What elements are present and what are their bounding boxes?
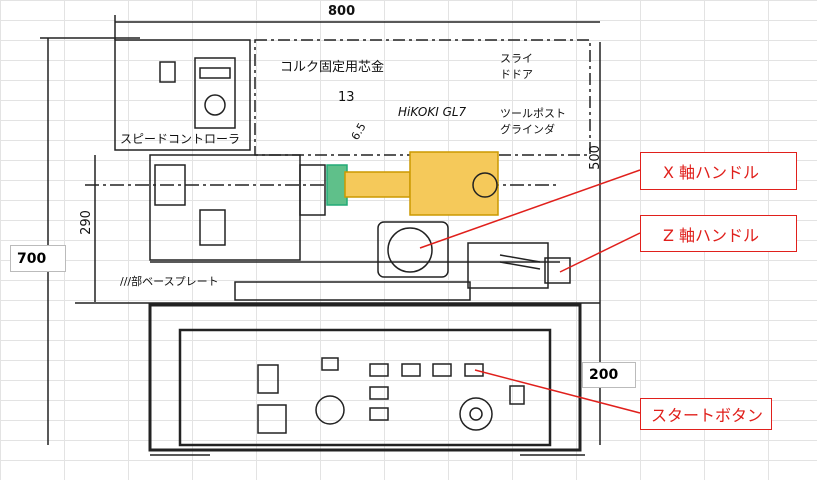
- speed-controller-box: [114, 39, 251, 151]
- callout-x-axis-handle: X 軸ハンドル: [640, 152, 797, 190]
- base-plate: [234, 281, 471, 301]
- dim-500: 500: [587, 145, 603, 170]
- dim-290: 290: [78, 210, 94, 235]
- label-grinder-model: HiKOKI GL7: [398, 105, 467, 119]
- speed-dial-icon: [204, 94, 226, 116]
- label-slide-door: スライドドア: [500, 52, 533, 81]
- x-axis-selector: [315, 395, 345, 425]
- cell-700[interactable]: 700: [10, 245, 66, 272]
- cabinet: [148, 303, 582, 452]
- dim-13: 13: [338, 90, 355, 105]
- label-speed-controller: スピードコントローラ: [120, 132, 241, 146]
- callout-z-axis-handle: Z 軸ハンドル: [640, 215, 797, 252]
- label-base-plate: ///部ベースプレート: [120, 275, 219, 288]
- control-panel: [178, 328, 552, 447]
- dim-800: 800: [328, 4, 356, 19]
- z-handle: [544, 257, 571, 284]
- callout-start-button: スタートボタン: [640, 398, 772, 430]
- cell-200[interactable]: 200: [582, 362, 636, 388]
- cork-core-highlight: [326, 164, 348, 206]
- start-button: [464, 363, 484, 377]
- grinder-highlight: [409, 151, 499, 216]
- label-tool-post-grinder: ツールポストグラインダ: [500, 107, 566, 136]
- x-handle-wheel: [387, 227, 433, 273]
- label-cork-core: コルク固定用芯金: [280, 60, 385, 75]
